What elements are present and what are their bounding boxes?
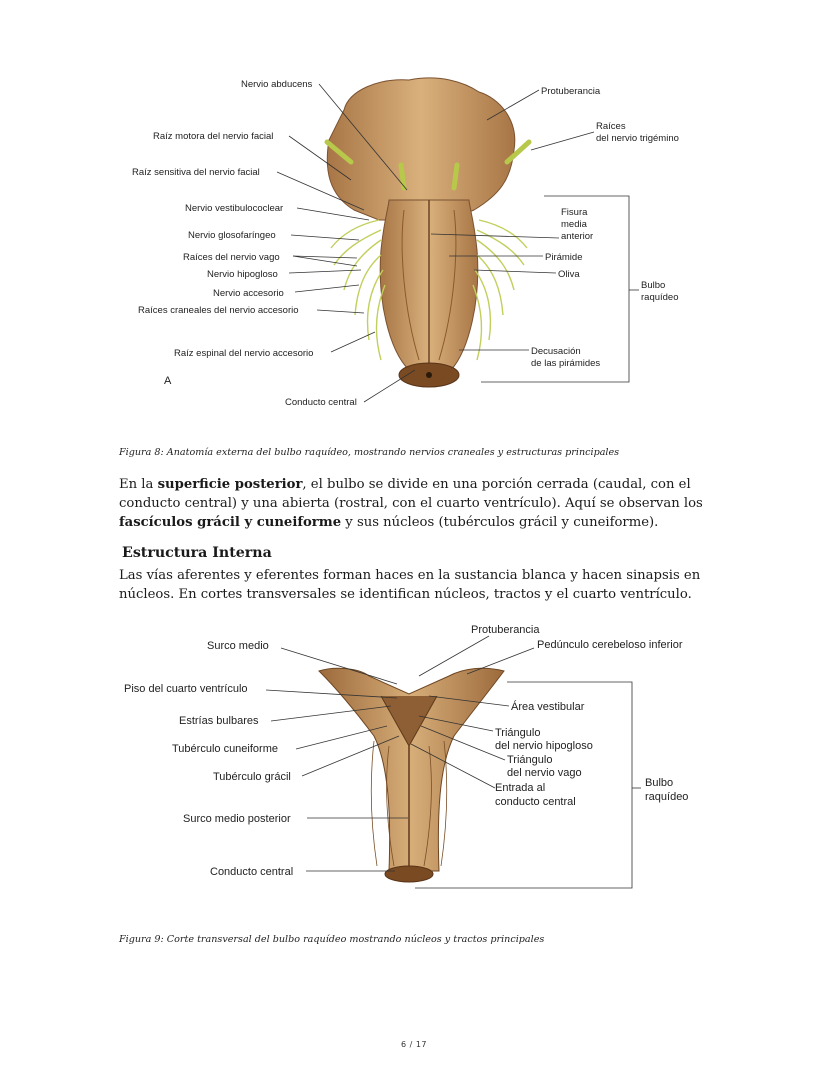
paragraph-estructura-interna: Las vías aferentes y eferentes forman ha… (119, 568, 701, 602)
label-raices-trigemino-2: del nervio trigémino (596, 133, 679, 144)
label-triangulo-vago-2: del nervio vago (507, 767, 582, 779)
figure-8-anterior-brainstem: Nervio abducens Protuberancia Raíces del… (119, 70, 709, 413)
page-number: 6 / 17 (400, 1040, 428, 1049)
label-estrias-bulbares: Estrías bulbares (179, 715, 259, 727)
label-triangulo-vago-1: Triángulo (507, 754, 552, 766)
label-tuberculo-gracil: Tubérculo grácil (213, 771, 291, 783)
figure-9-posterior-brainstem: Protuberancia Surco medio Pedúnculo cere… (119, 616, 709, 900)
label-piramide: Pirámide (545, 252, 583, 263)
paragraph-1-text-2: , el bulbo se divide en una porción cerr… (119, 477, 703, 511)
label-entrada-1: Entrada al (495, 782, 545, 794)
label-decusacion-1: Decusación (531, 346, 581, 357)
cranial-nerve-roots (324, 139, 532, 191)
label-bulbo-1: Bulbo (641, 280, 665, 291)
paragraph-1-text-3: y sus núcleos (tubérculos grácil y cunei… (341, 515, 659, 530)
label-protuberancia: Protuberancia (541, 86, 601, 97)
rootlets (330, 219, 528, 361)
figure-9-caption: Figura 9: Corte transversal del bulbo ra… (119, 934, 545, 945)
label-pedunculo-cerebeloso: Pedúnculo cerebeloso inferior (537, 639, 683, 651)
label-area-vestibular: Área vestibular (511, 700, 585, 713)
label-bulbo-2: raquídeo (641, 292, 679, 303)
label-nervio-hipogloso: Nervio hipogloso (207, 269, 278, 280)
label-triangulo-hipogloso-2: del nervio hipogloso (495, 740, 593, 752)
label-raices-craneales-accesorio: Raíces craneales del nervio accesorio (138, 305, 299, 316)
label-fisura-1: Fisura (561, 207, 588, 218)
label-bulbo-2: raquídeo (645, 791, 688, 803)
figure-8-caption: Figura 8: Anatomía externa del bulbo raq… (119, 447, 620, 458)
figure-9-illustration: Protuberancia Surco medio Pedúnculo cere… (124, 624, 688, 889)
section-heading: Estructura Interna (122, 545, 272, 561)
label-nervio-abducens: Nervio abducens (241, 79, 313, 90)
paragraph-1-text-1: En la (119, 477, 158, 492)
pons-shape (326, 77, 516, 221)
label-tuberculo-cuneiforme: Tubérculo cuneiforme (172, 743, 278, 755)
label-conducto-central: Conducto central (210, 866, 293, 878)
label-surco-medio: Surco medio (207, 640, 269, 652)
label-raiz-espinal-accesorio: Raíz espinal del nervio accesorio (174, 348, 313, 359)
paragraph-1-bold-2: fascículos grácil y cuneiforme (119, 515, 342, 530)
label-nervio-glosofaringeo: Nervio glosofaríngeo (188, 230, 276, 241)
label-raices-vago: Raíces del nervio vago (183, 252, 280, 263)
label-piso-cuarto-ventriculo: Piso del cuarto ventrículo (124, 683, 248, 695)
paragraph-1-bold-1: superficie posterior (157, 477, 303, 492)
label-protuberancia: Protuberancia (471, 624, 540, 636)
label-raices-trigemino-1: Raíces (596, 121, 626, 132)
label-panel-a: A (164, 375, 172, 387)
medulla-posterior-shape (318, 667, 505, 872)
label-fisura-3: anterior (561, 231, 593, 242)
label-triangulo-hipogloso-1: Triángulo (495, 727, 540, 739)
label-nervio-vestibulococlear: Nervio vestibulococlear (185, 203, 283, 214)
label-conducto-central: Conducto central (285, 397, 357, 408)
label-surco-medio-posterior: Surco medio posterior (183, 813, 291, 825)
label-raiz-sensitiva-facial: Raíz sensitiva del nervio facial (132, 167, 260, 178)
label-nervio-accesorio: Nervio accesorio (213, 288, 284, 299)
figure-8-illustration: Nervio abducens Protuberancia Raíces del… (132, 77, 679, 408)
label-oliva: Oliva (558, 269, 580, 280)
label-entrada-2: conducto central (495, 796, 576, 808)
label-bulbo-1: Bulbo (645, 777, 673, 789)
label-decusacion-2: de las pirámides (531, 358, 600, 369)
label-raiz-motora-facial: Raíz motora del nervio facial (153, 131, 273, 142)
paragraph-superficie-posterior: En la superficie posterior, el bulbo se … (119, 475, 714, 532)
label-fisura-2: media (561, 219, 588, 230)
